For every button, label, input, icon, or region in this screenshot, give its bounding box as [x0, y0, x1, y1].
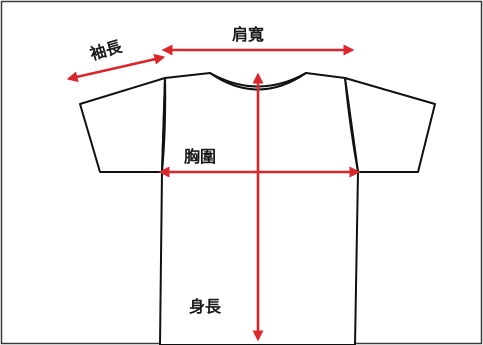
- chest-width-label: 胸圍: [184, 147, 216, 166]
- right-armhole-seam: [344, 77, 359, 173]
- left-armhole-seam: [161, 77, 167, 173]
- body-length-label: 身長: [189, 297, 222, 316]
- shoulder-width-label: 肩寬: [232, 25, 264, 44]
- sleeve-length-arrow: [66, 53, 166, 83]
